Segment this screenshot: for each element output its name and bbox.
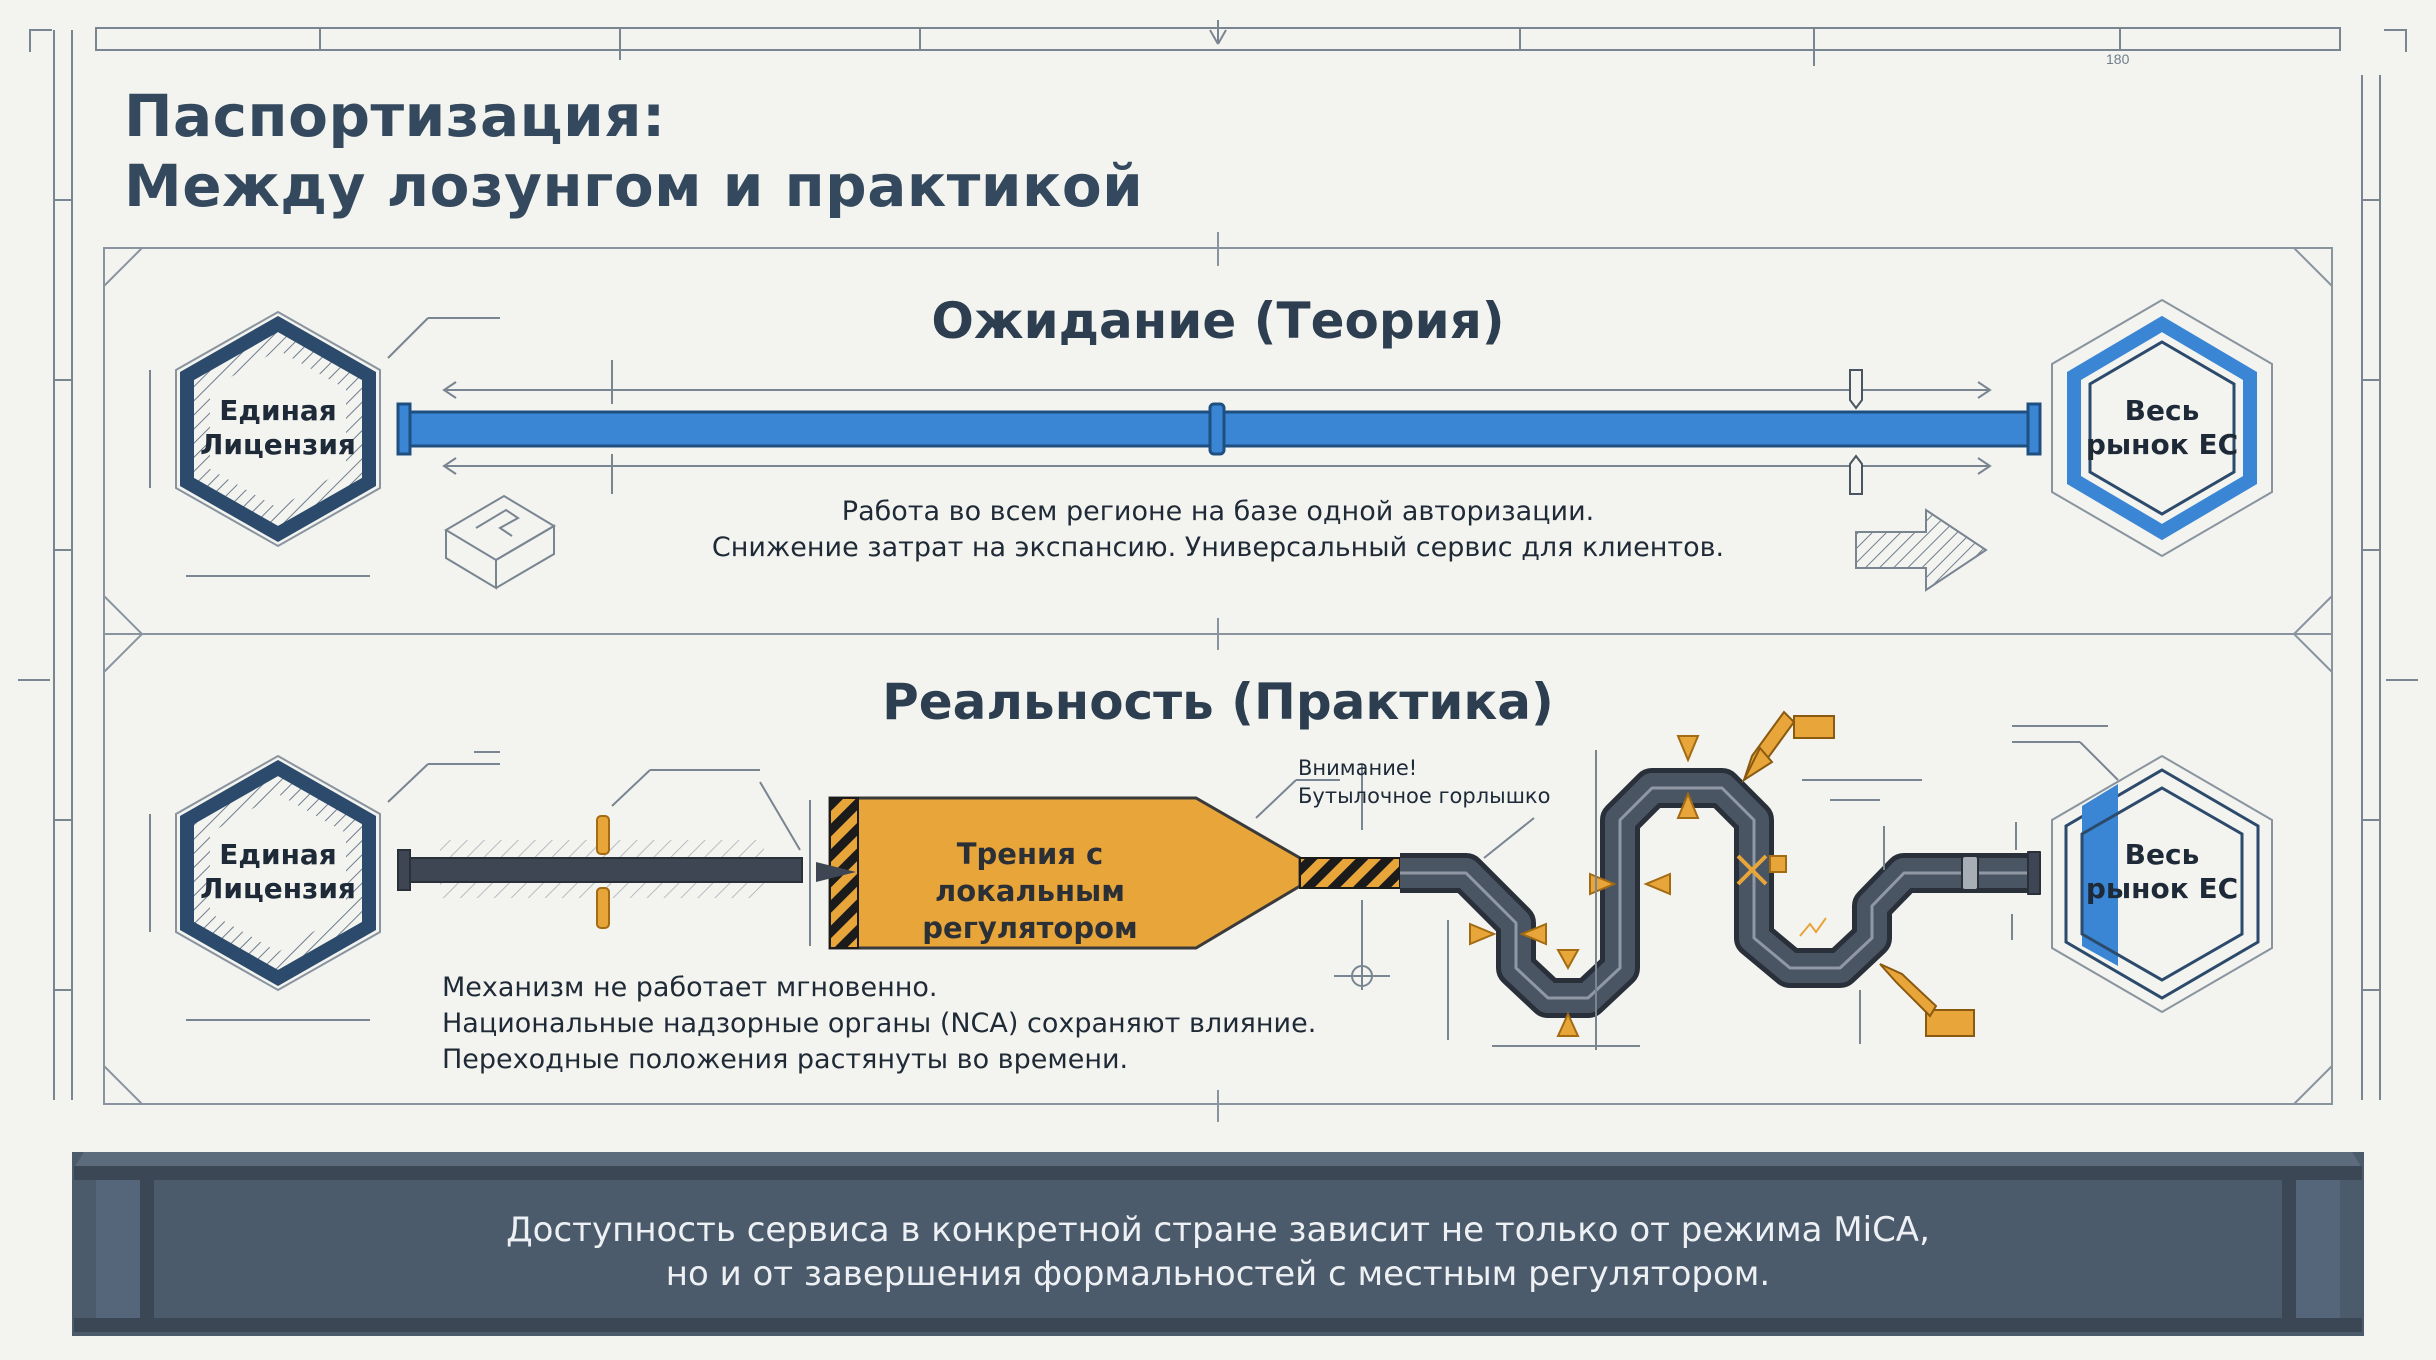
- practice-description-line-2: Национальные надзорные органы (NCA) сохр…: [442, 1008, 1317, 1039]
- friction-box-label-line-1: Трения с локальным: [935, 837, 1125, 908]
- panel-frame: [103, 232, 2333, 1122]
- practice-license-label-line-1: Единая: [219, 838, 337, 871]
- page-title-line-2: Между лозунгом и практикой: [124, 152, 1144, 220]
- friction-box-label: Трения с локальным регулятором: [860, 836, 1200, 947]
- practice-license-label-line-2: Лицензия: [200, 872, 356, 905]
- theory-license-label-line-2: Лицензия: [200, 428, 356, 461]
- practice-sketch-lines: [387, 751, 500, 803]
- practice-description: Механизм не работает мгновенно. Национал…: [442, 970, 1316, 1078]
- theory-market-label-line-2: рынок ЕС: [2085, 428, 2239, 461]
- theory-description-line-1: Работа во всем регионе на базе одной авт…: [841, 496, 1595, 527]
- theory-license-hexagon: [149, 310, 381, 577]
- bottleneck-hazard: [1299, 857, 1401, 889]
- practice-license-label: Единая Лицензия: [178, 838, 378, 906]
- practice-description-line-3: Переходные положения растянуты во времен…: [442, 1044, 1129, 1075]
- pressure-markers: [1469, 735, 1787, 1037]
- theory-market-label-line-1: Весь: [2124, 394, 2200, 427]
- theory-market-label: Весь рынок ЕС: [2062, 394, 2262, 462]
- theory-license-label: Единая Лицензия: [178, 394, 378, 462]
- blueprint-frame: [18, 20, 2418, 1100]
- practice-description-line-1: Механизм не работает мгновенно.: [442, 972, 938, 1003]
- theory-description: Работа во всем регионе на базе одной авт…: [0, 494, 2436, 566]
- friction-box-label-line-2: регулятором: [922, 911, 1138, 945]
- bottleneck-warning: Внимание! Бутылочное горлышко: [1298, 754, 1550, 810]
- page-title-line-1: Паспортизация:: [124, 82, 666, 150]
- pipe-crack: [1736, 854, 1827, 937]
- conclusion-beam: [72, 1152, 2364, 1336]
- practice-pipe-inlet: [397, 769, 811, 946]
- theory-pipe: [396, 360, 2042, 495]
- bottleneck-warning-line-2: Бутылочное горлышко: [1298, 784, 1551, 808]
- theory-sketch-arrows: [387, 317, 1988, 592]
- practice-market-label-line-2: рынок ЕС: [2085, 872, 2239, 905]
- friction-box: [816, 796, 1302, 950]
- practice-market-hexagon: [2012, 725, 2273, 1014]
- bottleneck-warning-line-1: Внимание!: [1298, 756, 1418, 780]
- theory-description-line-2: Снижение затрат на экспансию. Универсаль…: [711, 532, 1725, 563]
- pressure-arrows: [1741, 710, 1975, 1037]
- practice-license-hexagon: [149, 754, 381, 1021]
- theory-heading: Ожидание (Теория): [931, 292, 1505, 350]
- practice-market-label-line-1: Весь: [2124, 838, 2200, 871]
- practice-winding-pipe: [1400, 768, 2041, 1018]
- ruler-label: 180: [2106, 51, 2130, 67]
- theory-market-hexagon: [2051, 298, 2273, 558]
- conclusion-line-2: но и от завершения формальностей с местн…: [665, 1254, 1771, 1294]
- practice-market-label: Весь рынок ЕС: [2062, 838, 2262, 906]
- theory-license-label-line-1: Единая: [219, 394, 337, 427]
- pipe-dimension-lines: [1255, 750, 2017, 1050]
- conclusion-line-1: Доступность сервиса в конкретной стране …: [506, 1210, 1930, 1250]
- practice-heading: Реальность (Практика): [882, 673, 1554, 731]
